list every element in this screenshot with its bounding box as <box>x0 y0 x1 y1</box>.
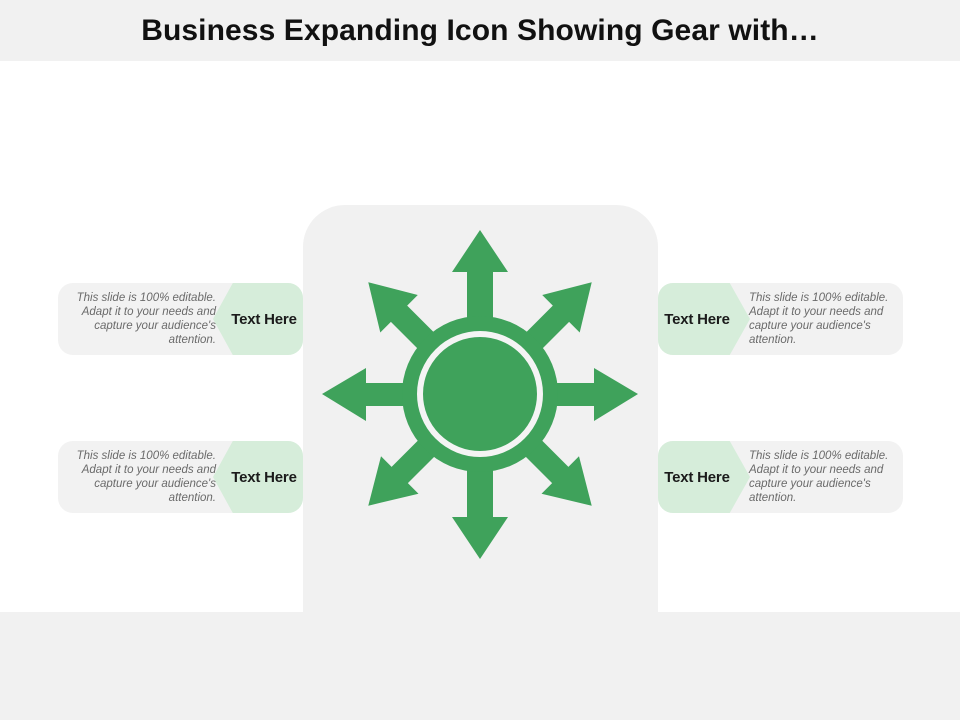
callout-description: This slide is 100% editable. Adapt it to… <box>76 449 216 505</box>
callout-bottom-left[interactable]: This slide is 100% editable. Adapt it to… <box>58 441 303 513</box>
bottom-band <box>0 612 960 720</box>
title-band <box>0 0 960 61</box>
callout-label: Text Here <box>231 468 297 486</box>
callout-chevron[interactable]: Text Here <box>658 283 750 355</box>
callout-bottom-right[interactable]: This slide is 100% editable. Adapt it to… <box>658 441 903 513</box>
callout-top-left[interactable]: This slide is 100% editable. Adapt it to… <box>58 283 303 355</box>
callout-chevron[interactable]: Text Here <box>213 441 303 513</box>
callout-description: This slide is 100% editable. Adapt it to… <box>749 291 889 347</box>
callout-description: This slide is 100% editable. Adapt it to… <box>749 449 889 505</box>
callout-chevron[interactable]: Text Here <box>213 283 303 355</box>
expanding-arrows-gear-icon <box>322 230 638 559</box>
page-title: Business Expanding Icon Showing Gear wit… <box>141 14 819 47</box>
callout-description: This slide is 100% editable. Adapt it to… <box>76 291 216 347</box>
callout-label: Text Here <box>664 468 730 486</box>
callout-chevron[interactable]: Text Here <box>658 441 750 513</box>
callout-top-right[interactable]: This slide is 100% editable. Adapt it to… <box>658 283 903 355</box>
callout-label: Text Here <box>231 310 297 328</box>
callout-label: Text Here <box>664 310 730 328</box>
